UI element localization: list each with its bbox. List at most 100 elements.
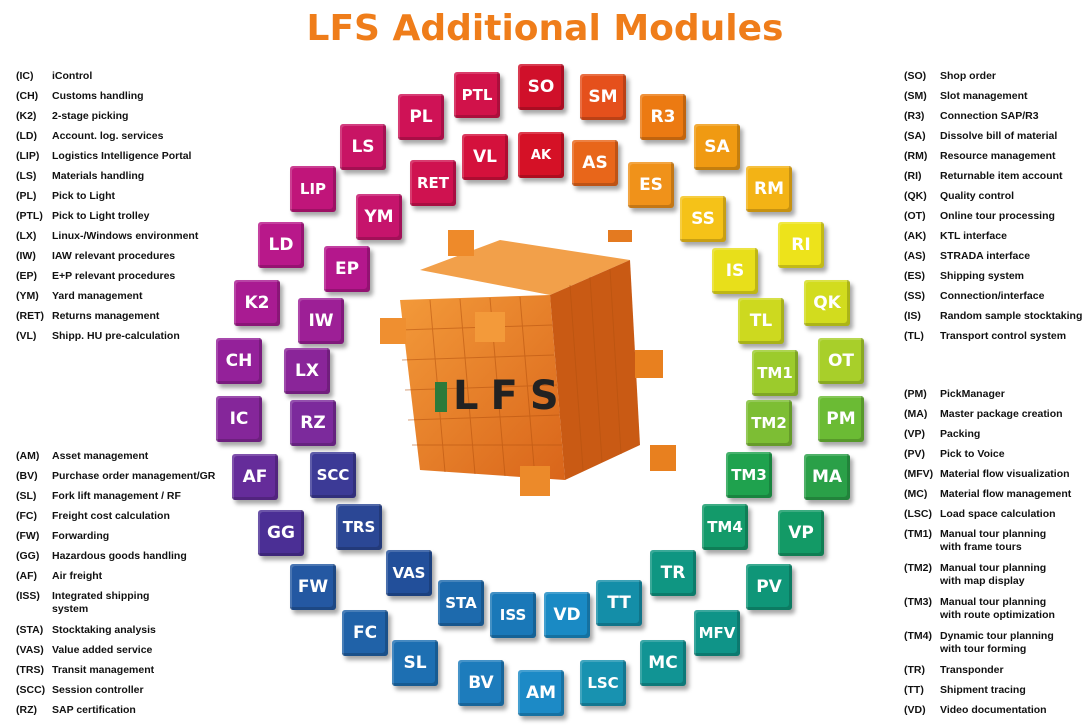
- legend-code: (TM3): [904, 596, 932, 608]
- legend-description: Material flow management: [940, 488, 1072, 500]
- module-tile-ptl: PTL: [454, 72, 500, 118]
- legend-description: Quality control: [940, 190, 1015, 202]
- legend-description: Yard management: [52, 290, 143, 302]
- legend-code: (EP): [16, 270, 37, 282]
- legend-code: (SA): [904, 130, 926, 142]
- legend-code: (VP): [904, 428, 925, 440]
- legend-description: STRADA interface: [940, 250, 1031, 262]
- legend-description: Air freight: [52, 570, 103, 582]
- legend-description: Master package creation: [940, 408, 1063, 420]
- legend-code: (FC): [16, 510, 37, 522]
- legend-code: (RI): [904, 170, 922, 182]
- legend-code: (SO): [904, 70, 927, 82]
- module-tile-ic: IC: [216, 396, 262, 442]
- legend-code: (OT): [904, 210, 926, 222]
- module-tile-tr: TR: [650, 550, 696, 596]
- module-tile-vd: VD: [544, 592, 590, 638]
- legend-code: (IS): [904, 310, 921, 322]
- module-tile-so: SO: [518, 64, 564, 110]
- legend-description: Transit management: [52, 664, 155, 676]
- legend-description: PickManager: [940, 388, 1005, 400]
- legend-code: (VAS): [16, 644, 44, 656]
- page-title: LFS Additional Modules: [306, 8, 784, 49]
- module-tile-ep: EP: [324, 246, 370, 292]
- module-tile-ret: RET: [410, 160, 456, 206]
- legend-description: Shipping system: [940, 270, 1025, 282]
- legend-code: (PM): [904, 388, 927, 400]
- legend-code: (FW): [16, 530, 40, 542]
- legend-code: (TL): [904, 330, 924, 342]
- module-tile-ch: CH: [216, 338, 262, 384]
- legend-code: (TM4): [904, 630, 932, 642]
- legend-code: (LX): [16, 230, 37, 242]
- module-tile-scc: SCC: [310, 452, 356, 498]
- module-tile-ym: YM: [356, 194, 402, 240]
- module-tile-lsc: LSC: [580, 660, 626, 706]
- module-tile-vas: VAS: [386, 550, 432, 596]
- module-tile-r3: R3: [640, 94, 686, 140]
- legend-code: (QK): [904, 190, 927, 202]
- module-tile-ma: MA: [804, 454, 850, 500]
- legend-description: Pick to Light trolley: [52, 210, 150, 222]
- legend-code: (PTL): [16, 210, 43, 222]
- legend-code: (AM): [16, 450, 40, 462]
- legend-code: (TT): [904, 684, 924, 696]
- legend-code: (ISS): [16, 590, 40, 602]
- module-tile-mfv: MFV: [694, 610, 740, 656]
- module-tile-es: ES: [628, 162, 674, 208]
- module-tile-rm: RM: [746, 166, 792, 212]
- module-tile-bv: BV: [458, 660, 504, 706]
- legend-description: Value added service: [52, 644, 153, 656]
- legend-code: (RM): [904, 150, 928, 162]
- legend-code: (MC): [904, 488, 928, 500]
- legend-description: Online tour processing: [940, 210, 1055, 222]
- module-tile-is: IS: [712, 248, 758, 294]
- legend-description: Asset management: [52, 450, 149, 462]
- legend-code: (LD): [16, 130, 37, 142]
- legend-code: (SL): [16, 490, 37, 502]
- module-tile-rz: RZ: [290, 400, 336, 446]
- module-tile-tl: TL: [738, 298, 784, 344]
- legend-description: Returns management: [52, 310, 160, 322]
- legend-code: (PL): [16, 190, 37, 202]
- legend-description-line2: with tour forming: [940, 643, 1027, 655]
- legend-code: (PV): [904, 448, 925, 460]
- legend-code: (AS): [904, 250, 926, 262]
- legend-description: Shipment tracing: [940, 684, 1026, 696]
- legend-code: (LIP): [16, 150, 40, 162]
- legend-description: Pick to Light: [52, 190, 115, 202]
- module-tile-sa: SA: [694, 124, 740, 170]
- legend-description: Dissolve bill of material: [940, 130, 1058, 142]
- legend-description: Integrated shipping: [52, 590, 150, 602]
- module-tile-tm4: TM4: [702, 504, 748, 550]
- legend-code: (YM): [16, 290, 39, 302]
- legend-code: (VD): [904, 704, 926, 716]
- legend-description: Customs handling: [52, 90, 144, 102]
- legend-description: Connection/interface: [940, 290, 1045, 302]
- legend-code: (TR): [904, 664, 925, 676]
- lfs-logo-text: LFS: [453, 373, 571, 419]
- module-tile-lx: LX: [284, 348, 330, 394]
- module-tile-tt: TT: [596, 580, 642, 626]
- legend-code: (CH): [16, 90, 39, 102]
- legend-code: (R3): [904, 110, 925, 122]
- module-tile-vl: VL: [462, 134, 508, 180]
- module-tile-fc: FC: [342, 610, 388, 656]
- module-tile-tm3: TM3: [726, 452, 772, 498]
- legend-description: Manual tour planning: [940, 562, 1047, 574]
- legend-description-line2: with map display: [940, 575, 1025, 587]
- legend-description: Freight cost calculation: [52, 510, 170, 522]
- legend-description: Dynamic tour planning: [940, 630, 1054, 642]
- legend-code: (LS): [16, 170, 37, 182]
- legend-code: (RET): [16, 310, 44, 322]
- legend-description: Manual tour planning: [940, 596, 1047, 608]
- module-tile-lip: LIP: [290, 166, 336, 212]
- legend-description: Material flow visualization: [940, 468, 1070, 480]
- legend-code: (SCC): [16, 684, 46, 696]
- legend-code: (TRS): [16, 664, 44, 676]
- legend-code: (GG): [16, 550, 40, 562]
- module-tile-ak: AK: [518, 132, 564, 178]
- module-tile-pm: PM: [818, 396, 864, 442]
- legend-code: (LSC): [904, 508, 932, 520]
